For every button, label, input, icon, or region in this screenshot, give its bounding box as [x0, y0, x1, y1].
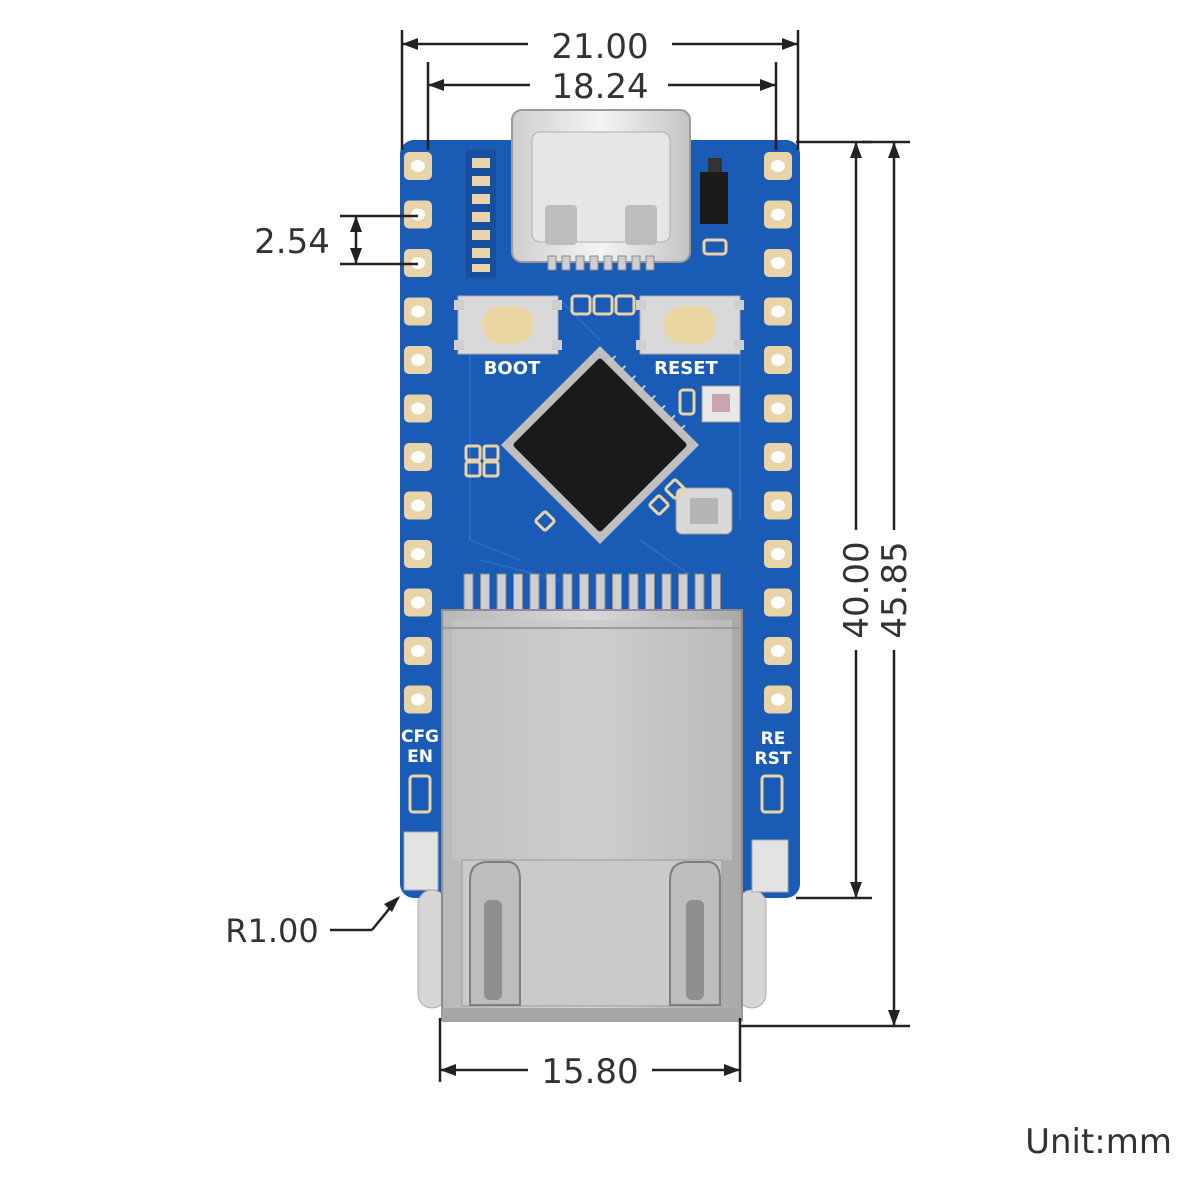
left-pad-hole [411, 160, 425, 172]
rj45-pin [480, 573, 490, 615]
rj45-pin [612, 573, 622, 615]
boot-button [454, 295, 562, 355]
smd-pad-strip [466, 150, 496, 278]
dim-total-length: 45.85 [875, 541, 915, 638]
left-pad-hole [411, 451, 425, 463]
dim-pcb-length: 40.00 [837, 541, 877, 638]
rj45-led-windows [403, 831, 789, 893]
reset-button [636, 295, 744, 355]
rj45-pin [529, 573, 540, 615]
dim-corner-radius: R1.00 [225, 912, 318, 950]
right-pad-hole [771, 354, 785, 366]
dim-rj45-width: 15.80 [541, 1052, 638, 1092]
rj45-pin [645, 573, 655, 615]
rj45-pin [694, 573, 705, 615]
re-label: RE [761, 729, 786, 749]
right-pad-hole [771, 645, 785, 657]
rj45-pin [513, 573, 523, 615]
rj45-pin [661, 573, 672, 615]
rst-label: RST [755, 749, 792, 769]
rj45-pin [562, 573, 573, 615]
left-pad-hole [411, 596, 425, 609]
right-pad-hole [771, 305, 785, 318]
rj45-pin [628, 573, 639, 615]
dimension-lines [330, 30, 910, 1082]
left-pad-hole [411, 305, 425, 318]
en-label: EN [407, 747, 433, 767]
left-pad-hole [411, 402, 425, 415]
rj45-jack [417, 609, 767, 1022]
rj45-pins [463, 573, 721, 615]
left-pad-hole [411, 354, 425, 366]
left-pad-hole [411, 208, 425, 221]
right-pad-hole [771, 596, 785, 609]
cfg-label: CFG [401, 727, 439, 747]
right-pad-hole [771, 402, 785, 415]
reset-label: RESET [654, 358, 718, 379]
right-pad-hole [771, 257, 785, 269]
jumper-pads [408, 774, 784, 814]
rj45-pin [496, 573, 507, 615]
rj45-pin [595, 573, 606, 615]
capacitors [464, 444, 686, 532]
rj45-pin [463, 573, 474, 615]
boot-label: BOOT [484, 358, 541, 379]
rj45-pin [546, 573, 556, 615]
led-component [678, 385, 741, 423]
right-pin-header [764, 152, 792, 714]
dim-board-width: 21.00 [551, 27, 648, 67]
main-chip [501, 346, 699, 544]
right-pad-hole [771, 693, 785, 706]
dim-pin-span: 18.24 [551, 67, 648, 107]
right-pad-hole [771, 499, 785, 512]
resistor-array [570, 294, 636, 316]
left-pad-hole [411, 499, 425, 512]
rj45-pin [711, 573, 721, 615]
left-pad-hole [411, 693, 425, 706]
dim-pin-pitch: 2.54 [254, 222, 330, 262]
unit-label: Unit:mm [1025, 1122, 1172, 1162]
rj45-pin [579, 573, 589, 615]
left-pad-hole [411, 645, 425, 657]
left-pad-hole [411, 548, 425, 560]
right-pad-hole [771, 160, 785, 172]
right-pad-hole [771, 451, 785, 463]
right-pad-hole [771, 208, 785, 221]
diode-component [700, 158, 728, 256]
usb-c-connector [511, 109, 691, 271]
dimension-arrowheads [350, 38, 900, 1076]
rj45-pin [678, 573, 688, 615]
crystal-component [675, 487, 733, 535]
right-pad-hole [771, 548, 785, 560]
